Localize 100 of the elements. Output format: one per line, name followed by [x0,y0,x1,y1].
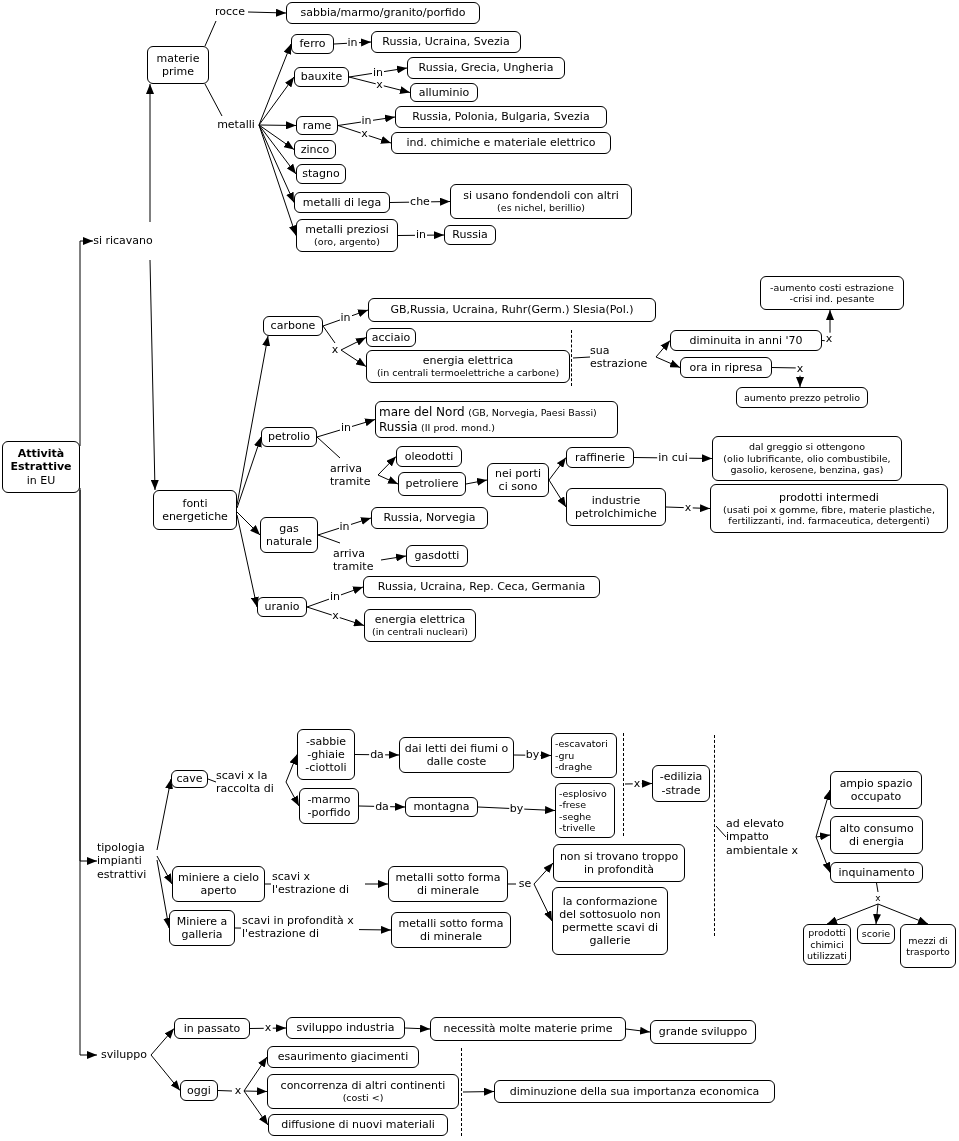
connector-arrow [258,124,295,150]
concept-box: sviluppo industria [286,1017,405,1039]
linking-text: ad elevato impatto ambientale x [726,813,816,861]
connector-arrow [285,754,298,783]
concept-box: montagna [405,797,478,817]
box-text: Russia [379,419,418,434]
box-text: metalli preziosi [305,223,389,237]
concept-box: bauxite [294,67,349,87]
concept-box: Russia, Ucraina, Svezia [371,31,521,53]
connector-line [322,325,336,344]
connector-arrow [79,487,98,865]
concept-box: raffinerie [566,447,634,468]
connector-arrow [348,65,408,78]
edge-label: da [374,800,390,813]
connector-arrow [156,778,173,851]
concept-box: diminuzione della sua importanza economica [494,1080,775,1103]
connector-arrow [340,337,367,351]
box-text: -sabbie [305,734,347,748]
linking-text: rocce [212,3,248,21]
box-text: energia elettrica [374,613,466,627]
connector-line [204,20,217,47]
connector-line [572,356,591,359]
connector-arrow [397,231,445,240]
box-text: -gru [555,749,575,762]
box-note: (II prod. mond.) [421,421,495,433]
connector-arrow [306,586,364,608]
concept-box: grande sviluppo [650,1020,756,1044]
concept-box: non si trovano troppo in profondità [553,844,685,882]
concept-box [299,788,359,824]
edge-label: in [372,66,384,79]
concept-box: cave [171,770,208,788]
box-text: -frese [559,799,587,811]
connector-arrow [548,479,567,508]
concept-box [364,609,476,642]
linking-text: tipologia impianti estrattivi [97,836,157,886]
linking-text: x [329,343,341,357]
linking-text: x [232,1083,244,1099]
concept-box: Russia, Polonia, Bulgaria, Svezia [395,106,607,128]
connector-arrow [258,124,295,203]
connector-arrow [79,237,94,447]
concept-box: metalli sotto forma di minerale [391,912,511,948]
connector-arrow [258,124,297,236]
concept-box [267,1074,459,1109]
concept-box: ind. chimiche e materiale elettrico [391,132,611,154]
concept-box: gasdotti [406,545,468,567]
dashed-bracket-bar [714,735,716,936]
linking-text: sviluppo [97,1046,151,1064]
box-text: dal greggio si ottengono [749,441,865,453]
connector-line [876,882,879,893]
concept-box [710,484,948,533]
connector-arrow [337,125,392,144]
concept-box: GB,Russia, Ucraina, Ruhr(Germ.) Slesia(Pol.) [368,298,656,322]
concept-box [712,436,902,481]
connector-arrow [149,259,159,491]
connector-line [217,1090,233,1092]
box-text: si usano fondendoli con altri [463,189,619,203]
connector-arrow [243,1056,268,1092]
concept-box: diffusione di nuovi materiali [268,1114,448,1136]
box-text: prodotti intermedi [779,490,879,504]
connector-arrow [243,1087,268,1096]
linking-text: arriva tramite [333,543,381,577]
concept-box: Russia, Grecia, Ungheria [407,57,565,79]
connector-arrow [877,903,929,925]
box-note: (GB, Norvegia, Paesi Bassi) [468,407,597,419]
concept-box [555,783,615,838]
connector-arrow [477,806,556,815]
connector-arrow [150,1054,181,1091]
connector-arrow [873,903,881,925]
connector-arrow [146,83,154,223]
concept-box: gas naturale [260,517,318,553]
concept-box: dai letti dei fiumi o dalle coste [399,737,514,773]
concept-box [551,733,617,778]
dashed-bracket-bar [461,1048,463,1136]
concept-box: Russia [444,225,496,245]
concept-box: aumento prezzo petrolio [736,387,868,408]
connector-line [507,883,517,885]
connector-arrow [156,855,173,885]
box-text: -seghe [559,810,592,822]
box-note: (oro, argento) [314,236,380,248]
connector-arrow [258,124,297,175]
box-text: energia elettrica [422,354,514,368]
concept-box: inquinamento [830,862,923,883]
connector-arrow [465,477,488,486]
concept-box: rame [296,116,338,135]
concept-box: alto consumo di energia [830,816,923,854]
concept-box: sabbia/marmo/granito/porfido [286,2,480,24]
box-text: -ghiaie [307,747,345,762]
box-text: -escavatori [555,738,608,750]
concept-box: esaurimento giacimenti [267,1046,419,1068]
box-text: -marmo [307,792,351,806]
connector-arrow [306,606,365,627]
concept-box [297,729,355,780]
concept-box: ora in ripresa [680,357,772,378]
concept-box: oleodotti [396,446,462,467]
concept-box: mezzi di trasporto [900,924,956,968]
box-text: -trivelle [559,821,596,834]
concept-box: prodotti chimici utilizzati [803,924,851,965]
concept-box: in passato [174,1018,250,1039]
connector-arrow [404,1024,431,1033]
box-text: mare del Nord [379,405,465,420]
